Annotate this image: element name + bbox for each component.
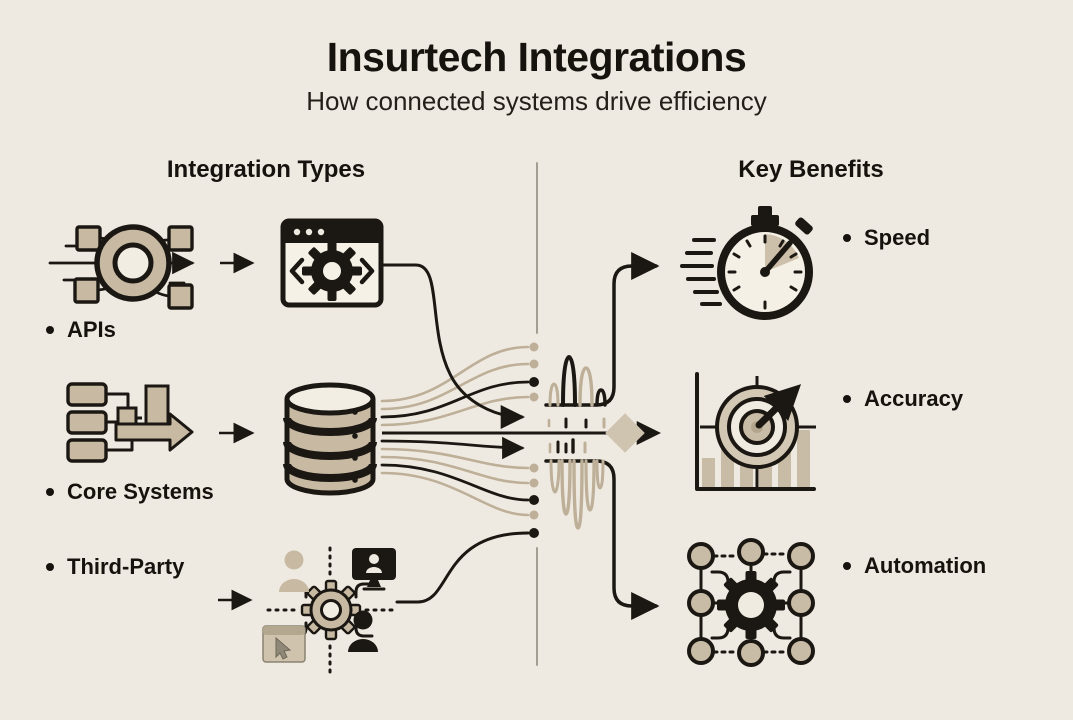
bullet-icon — [843, 395, 851, 403]
bullet-icon — [843, 562, 851, 570]
bullet-icon — [46, 326, 54, 334]
label-accuracy: Accuracy — [843, 386, 963, 412]
waveform-upper — [544, 252, 660, 429]
bullet-icon — [46, 563, 54, 571]
central-arrow — [382, 413, 662, 453]
database-icon — [283, 382, 377, 496]
label-core-systems: Core Systems — [46, 479, 214, 505]
flow-fan-curves — [380, 263, 530, 604]
section-header-integration-types: Integration Types — [166, 156, 366, 183]
row-connector-arrows — [218, 252, 255, 611]
waveform-lower — [544, 438, 660, 620]
bullet-icon — [843, 234, 851, 242]
bullet-icon — [46, 488, 54, 496]
gear-grid-icon — [687, 538, 815, 667]
label-third-party: Third-Party — [46, 554, 184, 580]
label-accuracy-text: Accuracy — [864, 386, 964, 411]
target-arrow-chart-icon — [695, 372, 816, 491]
label-apis-text: APIs — [67, 317, 116, 342]
browser-gear-icon — [280, 218, 384, 308]
api-hub-icon — [48, 224, 195, 310]
flow-node-dots — [529, 342, 539, 538]
label-automation: Automation — [843, 553, 986, 579]
page-title: Insurtech Integrations — [326, 34, 747, 80]
stopwatch-icon — [680, 206, 813, 320]
label-core-systems-text: Core Systems — [67, 479, 214, 504]
section-header-key-benefits: Key Benefits — [738, 156, 884, 183]
label-speed: Speed — [843, 225, 930, 251]
page-subtitle: How connected systems drive efficiency — [306, 86, 767, 116]
label-apis: APIs — [46, 317, 116, 343]
core-systems-icon — [66, 382, 194, 463]
third-party-network-icon — [262, 546, 396, 674]
label-automation-text: Automation — [864, 553, 987, 578]
label-third-party-text: Third-Party — [67, 554, 185, 579]
label-speed-text: Speed — [864, 225, 931, 250]
